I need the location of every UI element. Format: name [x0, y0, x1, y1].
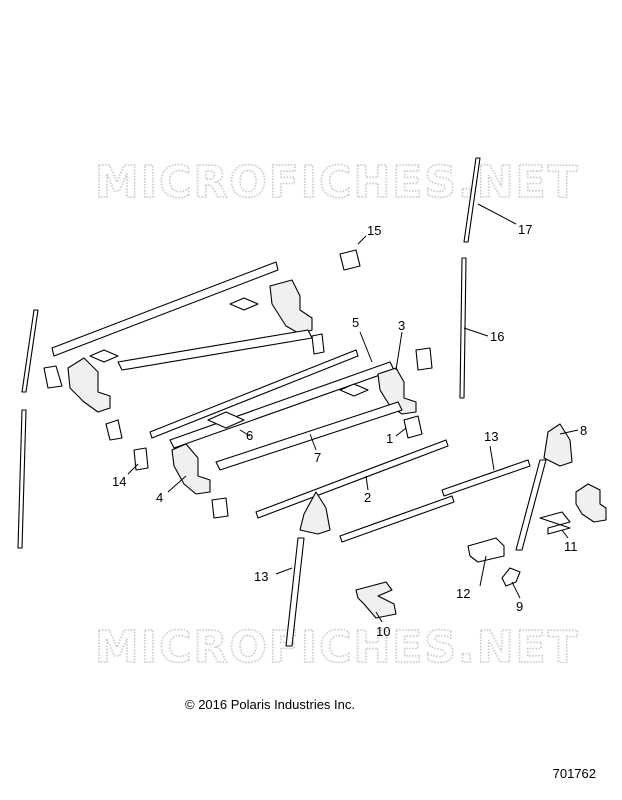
- pad-block-upper-2: [229, 297, 259, 311]
- leader-10: [375, 611, 383, 623]
- leader-6: [239, 429, 251, 437]
- leader-13a: [489, 445, 495, 471]
- pad-block-6: [207, 411, 245, 429]
- trim-strip-17: [463, 157, 481, 243]
- callout-4: 4: [156, 490, 163, 505]
- floor-plank-7: [215, 401, 403, 471]
- corner-cap-8: [543, 423, 573, 467]
- block-15: [339, 249, 361, 271]
- callout-5: 5: [352, 315, 359, 330]
- callout-16: 16: [490, 329, 504, 344]
- small-block-mid: [311, 333, 325, 355]
- drawing-number: 701762: [552, 766, 596, 781]
- watermark-top: MICROFICHES.NET: [95, 157, 580, 208]
- small-block-left: [43, 365, 63, 389]
- callout-10: 10: [376, 624, 390, 639]
- leader-2: [365, 475, 369, 491]
- corner-cap-center: [299, 491, 331, 535]
- leader-15: [357, 235, 367, 245]
- leader-13b: [275, 567, 293, 575]
- callout-13-horizontal: 13: [484, 429, 498, 444]
- callout-12: 12: [456, 586, 470, 601]
- rail-5: [169, 361, 395, 449]
- vertical-trim-bar-right: [515, 459, 547, 551]
- callout-9: 9: [516, 599, 523, 614]
- callout-13-vertical: 13: [254, 569, 268, 584]
- block-11: [539, 511, 571, 535]
- trim-bar-13-horizontal: [441, 459, 531, 497]
- callout-15: 15: [367, 223, 381, 238]
- callout-1: 1: [386, 431, 393, 446]
- callout-6: 6: [246, 428, 253, 443]
- callout-3: 3: [398, 318, 405, 333]
- pad-block-upper: [89, 349, 119, 363]
- bracket-10: [355, 581, 397, 619]
- trim-bar-lower: [339, 495, 455, 543]
- watermark-bottom: MICROFICHES.NET: [95, 622, 580, 673]
- leader-8: [559, 429, 579, 435]
- right-bracket-upper: [269, 279, 313, 335]
- leader-17: [477, 203, 517, 225]
- small-block-right: [415, 347, 433, 371]
- callout-11: 11: [564, 539, 578, 554]
- leader-4: [167, 475, 187, 493]
- trim-bar-13-vertical: [285, 537, 305, 647]
- copyright-notice: © 2016 Polaris Industries Inc.: [185, 697, 355, 712]
- leader-3: [395, 331, 403, 371]
- leader-16: [463, 327, 489, 337]
- leader-9: [511, 581, 521, 599]
- callout-14: 14: [112, 474, 126, 489]
- leader-14: [127, 463, 139, 475]
- block-below-4: [211, 497, 229, 519]
- bracket-right: [575, 483, 607, 523]
- block-12: [467, 537, 505, 563]
- leader-11: [561, 529, 569, 539]
- left-trim-strip-lower: [17, 409, 27, 549]
- small-block-4: [105, 419, 123, 441]
- leader-5: [359, 331, 373, 363]
- left-bracket-upper: [67, 357, 111, 413]
- floor-plank-upper: [117, 329, 313, 371]
- leader-1: [395, 427, 407, 437]
- callout-17: 17: [518, 222, 532, 237]
- slotted-trim-rail-upper: [149, 349, 359, 439]
- pad-block-mid: [339, 383, 369, 397]
- clip-9: [501, 567, 521, 587]
- right-bracket-3: [377, 367, 417, 415]
- left-trim-strip-upper: [21, 309, 39, 393]
- block-1: [403, 415, 423, 439]
- callout-2: 2: [364, 490, 371, 505]
- leader-12: [479, 555, 487, 587]
- trim-strip-16: [459, 257, 467, 399]
- upper-long-rail: [51, 261, 279, 357]
- left-bracket-4: [171, 443, 211, 495]
- callout-7: 7: [314, 450, 321, 465]
- block-14: [133, 447, 149, 471]
- callout-8: 8: [580, 423, 587, 438]
- leader-7: [309, 433, 317, 451]
- slotted-trim-rail-2: [255, 439, 449, 519]
